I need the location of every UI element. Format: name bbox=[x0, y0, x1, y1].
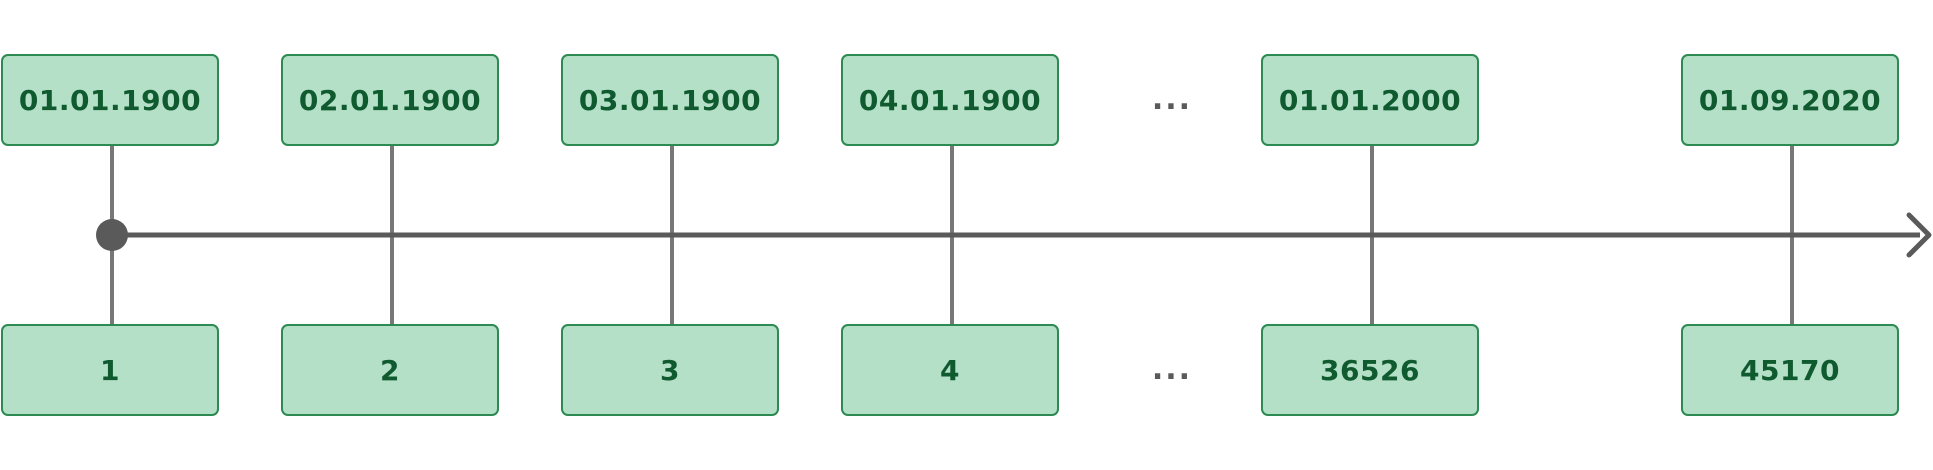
date-label-6: 01.09.2020 bbox=[1698, 83, 1882, 117]
axis-arrowhead-icon bbox=[1906, 212, 1932, 258]
serial-box-4: 4 bbox=[841, 324, 1059, 416]
serial-box-6: 45170 bbox=[1681, 324, 1899, 416]
serial-label-5: 36526 bbox=[1320, 353, 1420, 387]
ellipsis-top: ... bbox=[1151, 82, 1193, 117]
date-label-1: 01.01.1900 bbox=[18, 83, 202, 117]
date-box-2: 02.01.1900 bbox=[281, 54, 499, 146]
date-label-3: 03.01.1900 bbox=[578, 83, 762, 117]
date-label-5: 01.01.2000 bbox=[1278, 83, 1462, 117]
date-label-2: 02.01.1900 bbox=[298, 83, 482, 117]
serial-box-1: 1 bbox=[1, 324, 219, 416]
date-label-4: 04.01.1900 bbox=[858, 83, 1042, 117]
serial-box-3: 3 bbox=[561, 324, 779, 416]
date-box-5: 01.01.2000 bbox=[1261, 54, 1479, 146]
serial-label-6: 45170 bbox=[1740, 353, 1840, 387]
serial-box-5: 36526 bbox=[1261, 324, 1479, 416]
serial-label-2: 2 bbox=[380, 353, 400, 387]
serial-label-4: 4 bbox=[940, 353, 960, 387]
serial-label-1: 1 bbox=[100, 353, 120, 387]
date-box-4: 04.01.1900 bbox=[841, 54, 1059, 146]
timeline-start-dot bbox=[96, 219, 128, 251]
date-box-6: 01.09.2020 bbox=[1681, 54, 1899, 146]
serial-label-3: 3 bbox=[660, 353, 680, 387]
serial-box-2: 2 bbox=[281, 324, 499, 416]
ellipsis-bottom: ... bbox=[1151, 352, 1193, 387]
date-box-1: 01.01.1900 bbox=[1, 54, 219, 146]
date-box-3: 03.01.1900 bbox=[561, 54, 779, 146]
